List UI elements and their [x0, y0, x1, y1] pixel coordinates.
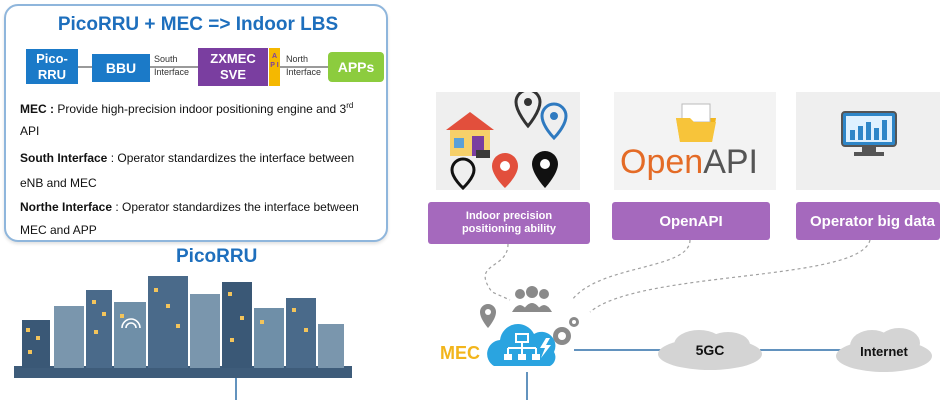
north-desc: Northe Interface : Operator standardizes… [20, 199, 390, 215]
south-desc-cont: eNB and MEC [20, 176, 97, 190]
api-strip: A P I [269, 48, 280, 86]
openapi-logo: OpenAPI [614, 92, 776, 190]
zxmec-block: ZXMEC SVE [198, 48, 268, 86]
info-box: PicoRRU + MEC => Indoor LBS Pico- RRU BB… [4, 4, 388, 242]
mec-cloud-icon [480, 286, 579, 366]
north-line2: Interface [286, 67, 322, 77]
apps-block: APPs [328, 52, 384, 82]
mec-desc: MEC : Provide high-precision indoor posi… [20, 98, 390, 117]
zxmec-block-line1: ZXMEC [210, 51, 256, 66]
openapi-logo-text: OpenAPI [620, 144, 758, 180]
north-interface-label: North Interface [286, 54, 321, 77]
info-title: PicoRRU + MEC => Indoor LBS [57, 14, 339, 35]
5gc-label: 5GC [695, 342, 725, 358]
api-strip-label: A P I [270, 53, 279, 69]
operator-big-data-button: Operator big data [796, 202, 940, 240]
apps-block-label: APPs [337, 59, 375, 75]
indoor-line1: Indoor precision [465, 210, 553, 222]
mec-desc-label: MEC : [20, 102, 54, 116]
zxmec-block-line2: SVE [219, 67, 246, 82]
picorru-heading: PicoRRU [176, 246, 258, 267]
bigdata-image [796, 92, 940, 190]
mec-desc-cont: API [20, 124, 40, 138]
north-desc-label: Northe Interface [20, 200, 113, 214]
monitor-chart-icon [841, 111, 897, 156]
south-desc-label: South Interface [20, 151, 108, 165]
bbu-block-label: BBU [105, 60, 137, 76]
north-line1: North [286, 54, 309, 64]
house-roof [446, 112, 494, 130]
link-south [150, 66, 198, 68]
south-desc: South Interface : Operator standardizes … [20, 150, 390, 166]
mec-desc-text: Provide high-precision indoor positionin… [57, 102, 347, 116]
indoor-line2: positioning ability [461, 223, 557, 235]
link-picorru-bbu [78, 66, 92, 68]
indoor-precision-button: Indoor precision positioning ability [428, 202, 590, 244]
folder-icon [676, 103, 716, 142]
south-line1: South [154, 54, 178, 64]
mec-desc-sup: rd [346, 101, 354, 110]
south-desc-text: : Operator standardizes the interface be… [110, 151, 355, 165]
picorru-block-line2: RRU [37, 67, 67, 82]
north-desc-cont: MEC and APP [20, 223, 97, 237]
internet-cloud: Internet [836, 328, 932, 372]
indoor-positioning-image [436, 92, 580, 190]
link-north [280, 66, 330, 68]
bbu-block: BBU [92, 54, 150, 82]
south-line2: Interface [154, 67, 190, 77]
picorru-block: Pico- RRU [26, 49, 78, 84]
mec-label: MEC [440, 343, 480, 363]
north-desc-text: : Operator standardizes the interface be… [115, 200, 359, 214]
openapi-logo-open: Open [620, 143, 704, 181]
openapi-button: OpenAPI [612, 202, 770, 240]
internet-label: Internet [860, 344, 908, 359]
city-buildings-illustration [14, 268, 352, 400]
south-interface-label: South Interface [154, 54, 189, 77]
picorru-block-line1: Pico- [36, 51, 68, 66]
openapi-logo-api: API [703, 143, 758, 181]
5gc-cloud: 5GC [658, 330, 762, 370]
